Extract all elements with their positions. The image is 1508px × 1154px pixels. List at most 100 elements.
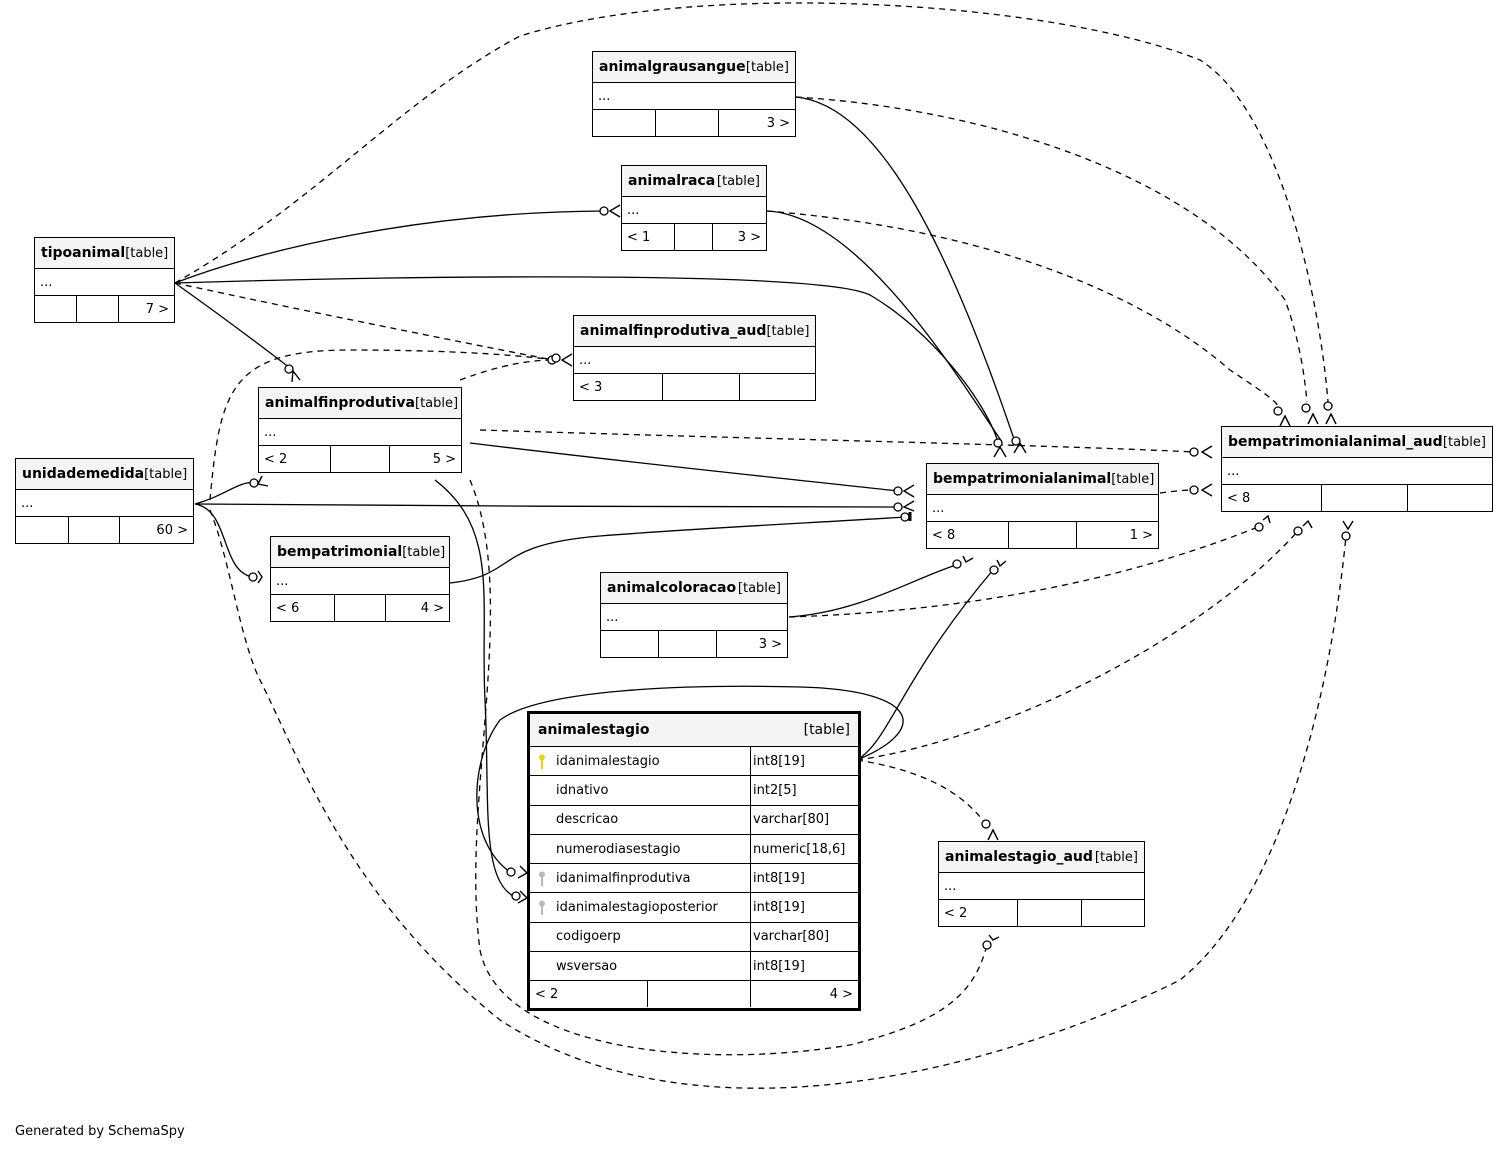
table-type: [table] xyxy=(1442,434,1486,450)
table-bempatrimonialanimal-aud[interactable]: bempatrimonialanimal_aud[table] ... < 8 xyxy=(1221,426,1493,512)
rows-count xyxy=(648,981,751,1008)
edge-animalfinprodutiva-bempatrimonialanimal_aud xyxy=(479,429,1196,453)
table-name: bempatrimonial xyxy=(277,544,403,560)
table-type: [table] xyxy=(716,173,760,189)
parents-count: < 8 xyxy=(927,522,1009,548)
edge-animalestagio-animalestagio_aud xyxy=(856,759,986,824)
table-animalfinprodutiva-aud[interactable]: animalfinprodutiva_aud[table] ... < 3 xyxy=(573,315,816,401)
column-type: varchar[80] xyxy=(753,929,830,945)
table-type: [table] xyxy=(803,722,850,738)
edge-unidademedida-bempatrimonialanimal_aud-lower xyxy=(209,509,1347,1089)
columns-ellipsis: ... xyxy=(593,83,795,110)
column-row[interactable]: idanimalestagioposterior int8[19] xyxy=(530,893,858,923)
parents-count: < 6 xyxy=(271,595,335,621)
column-row[interactable]: codigoerp varchar[80] xyxy=(530,922,858,953)
columns-ellipsis: ... xyxy=(939,873,1144,900)
children-count xyxy=(740,374,815,400)
edge-tipoanimal-animalraca xyxy=(174,210,605,284)
rows-count xyxy=(69,517,120,543)
edge-tipoanimal-animalfinprodutiva xyxy=(174,282,291,369)
column-row[interactable]: numerodiasestagio numeric[18,6] xyxy=(530,834,858,865)
table-tipoanimal[interactable]: tipoanimal[table] ... 7 > xyxy=(34,237,175,323)
foreign-key-icon xyxy=(539,900,545,916)
table-animalgrausangue[interactable]: animalgrausangue[table] ... 3 > xyxy=(592,51,796,137)
edge-bempatrimonialanimal-bempatrimonialanimal_aud xyxy=(1159,489,1196,494)
table-name: animalestagio xyxy=(538,722,650,738)
rows-count xyxy=(1322,485,1408,511)
table-name: animalestagio_aud xyxy=(945,849,1093,865)
edge-animalraca-bempatrimonialanimal xyxy=(766,210,1003,443)
table-name: tipoanimal xyxy=(41,245,126,261)
column-row[interactable]: descricao varchar[80] xyxy=(530,805,858,835)
table-name: animalfinprodutiva_aud xyxy=(580,323,767,339)
table-unidademedida[interactable]: unidademedida[table] ... 60 > xyxy=(15,458,194,544)
parents-count: < 1 xyxy=(622,224,675,250)
generator-credit: Generated by SchemaSpy xyxy=(15,1124,185,1139)
columns-ellipsis: ... xyxy=(16,490,193,517)
parents-count xyxy=(16,517,69,543)
children-count: 3 > xyxy=(737,229,761,245)
parents-count: < 2 xyxy=(259,446,331,472)
column-type: int2[5] xyxy=(753,782,797,798)
parents-count: < 2 xyxy=(939,900,1018,926)
column-row[interactable]: wsversao int8[19] xyxy=(530,952,858,982)
parents-count xyxy=(35,296,77,322)
column-row[interactable]: idanimalestagio int8[19] xyxy=(530,747,858,777)
table-animalestagio-aud[interactable]: animalestagio_aud[table] ... < 2 xyxy=(938,841,1145,927)
edge-animalfinprodutiva-animalestagio xyxy=(434,479,516,898)
column-name: idanimalfinprodutiva xyxy=(556,870,691,886)
columns-ellipsis: ... xyxy=(622,197,766,224)
rows-count xyxy=(659,631,717,657)
column-type: int8[19] xyxy=(753,753,805,769)
table-name: unidademedida xyxy=(22,466,145,482)
edge-animalraca-bempatrimonialanimal_aud xyxy=(766,210,1279,407)
parents-count xyxy=(593,110,656,136)
table-name: animalcoloracao xyxy=(607,580,737,596)
columns-ellipsis: ... xyxy=(35,269,174,296)
foreign-key-icon xyxy=(539,871,545,887)
columns-ellipsis: ... xyxy=(601,604,787,631)
table-animalestagio[interactable]: animalestagio [table] idanimalestagio int… xyxy=(527,711,861,1011)
column-type: int8[19] xyxy=(753,900,805,916)
edge-animalcoloracao-bempatrimonialanimal_aud xyxy=(788,526,1259,618)
table-animalcoloracao[interactable]: animalcoloracao[table] ... 3 > xyxy=(600,572,788,658)
table-name: animalfinprodutiva xyxy=(265,395,415,411)
edge-animalestagio-bempatrimonialanimal_aud xyxy=(856,530,1299,761)
rows-count xyxy=(656,110,719,136)
children-count xyxy=(1082,900,1144,926)
table-name: animalgrausangue xyxy=(599,59,746,75)
parents-count xyxy=(601,631,659,657)
table-type: [table] xyxy=(1111,471,1155,487)
parents-count: < 2 xyxy=(530,981,648,1008)
column-row[interactable]: idnativo int2[5] xyxy=(530,776,858,806)
columns-ellipsis: ... xyxy=(574,347,815,374)
edge-unidademedida-bempatrimonialanimal xyxy=(194,503,899,508)
rows-count xyxy=(1018,900,1082,926)
children-count: 5 > xyxy=(432,451,456,467)
column-name: idnativo xyxy=(556,782,609,798)
column-row[interactable]: idanimalfinprodutiva int8[19] xyxy=(530,864,858,894)
edge-tipoanimal-bempatrimonialanimal_aud xyxy=(174,2,1329,403)
children-count: 7 > xyxy=(145,301,169,317)
table-type: [table] xyxy=(402,544,446,560)
columns-ellipsis: ... xyxy=(271,568,449,595)
table-bempatrimonial[interactable]: bempatrimonial[table] ... < 6 4 > xyxy=(270,536,450,622)
column-type: int8[19] xyxy=(753,870,805,886)
children-count: 4 > xyxy=(420,600,444,616)
table-type: [table] xyxy=(1094,849,1138,865)
rows-count xyxy=(1009,522,1077,548)
edge-unidademedida-animalfinprodutiva_aud xyxy=(209,349,554,501)
edge-animalgrausangue-bempatrimonialanimal xyxy=(795,96,1016,443)
table-type: [table] xyxy=(745,59,789,75)
edge-animalestagio-bempatrimonialanimal xyxy=(856,569,994,761)
column-name: codigoerp xyxy=(556,929,621,945)
children-count: 3 > xyxy=(758,636,782,652)
column-name: idanimalestagio xyxy=(556,753,660,769)
rows-count xyxy=(663,374,740,400)
edge-animalgrausangue-bempatrimonialanimal_aud xyxy=(795,96,1308,403)
children-count: 4 > xyxy=(829,986,853,1002)
columns-ellipsis: ... xyxy=(259,419,461,446)
